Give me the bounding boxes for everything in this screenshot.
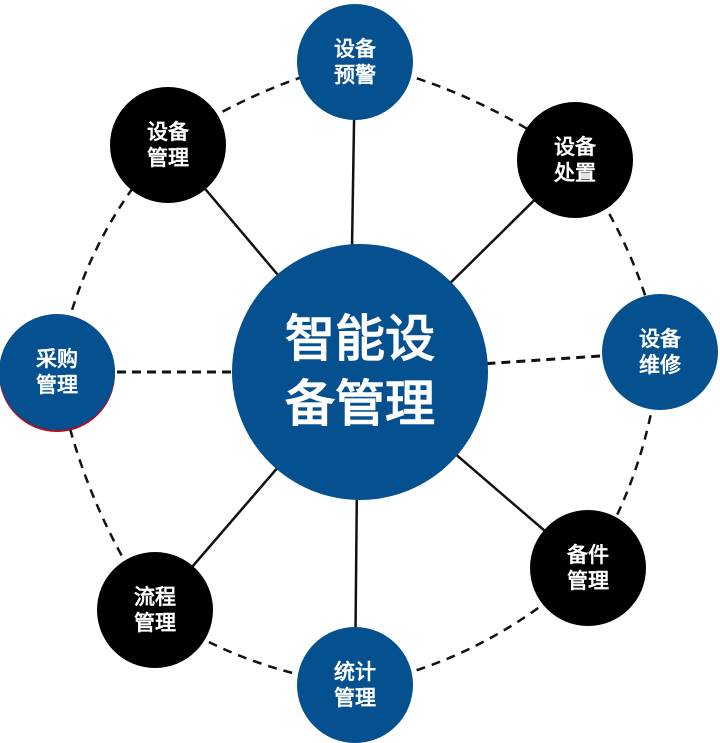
node-procurement-management: 采购 管理 [0, 314, 115, 430]
node-label-line1: 备件 [567, 542, 609, 567]
node-label-line2: 管理 [36, 373, 78, 397]
node-equipment-management: 设备 管理 [110, 87, 226, 203]
node-label-line1: 设备 [147, 119, 189, 144]
node-equipment-warning: 设备 预警 [297, 4, 413, 120]
hub-label-line1: 智能设 [285, 310, 435, 368]
node-label-line2: 预警 [334, 63, 376, 87]
node-label-line1: 统计 [334, 659, 376, 684]
node-label-line2: 管理 [134, 611, 176, 635]
node-spare-parts-management: 备件 管理 [530, 510, 646, 626]
node-label-line1: 采购 [36, 346, 78, 371]
node-label-line1: 设备 [554, 134, 596, 159]
node-label-line2: 处置 [554, 161, 596, 185]
node-label-line1: 流程 [134, 584, 176, 609]
node-equipment-handling: 设备 处置 [517, 102, 633, 218]
node-statistics-management: 统计 管理 [297, 627, 413, 743]
node-label-line1: 设备 [639, 326, 681, 351]
node-label-line2: 管理 [147, 146, 189, 170]
hub-smart-equipment-management: 智能设 备管理 [232, 244, 488, 500]
hub-label-line2: 备管理 [285, 375, 435, 433]
node-label-line1: 设备 [334, 36, 376, 61]
node-label-line2: 管理 [334, 686, 376, 710]
node-equipment-maintenance: 设备 维修 [602, 294, 718, 410]
node-label-line2: 管理 [567, 569, 609, 593]
node-label-line2: 维修 [639, 353, 681, 377]
node-process-management: 流程 管理 [97, 552, 213, 668]
